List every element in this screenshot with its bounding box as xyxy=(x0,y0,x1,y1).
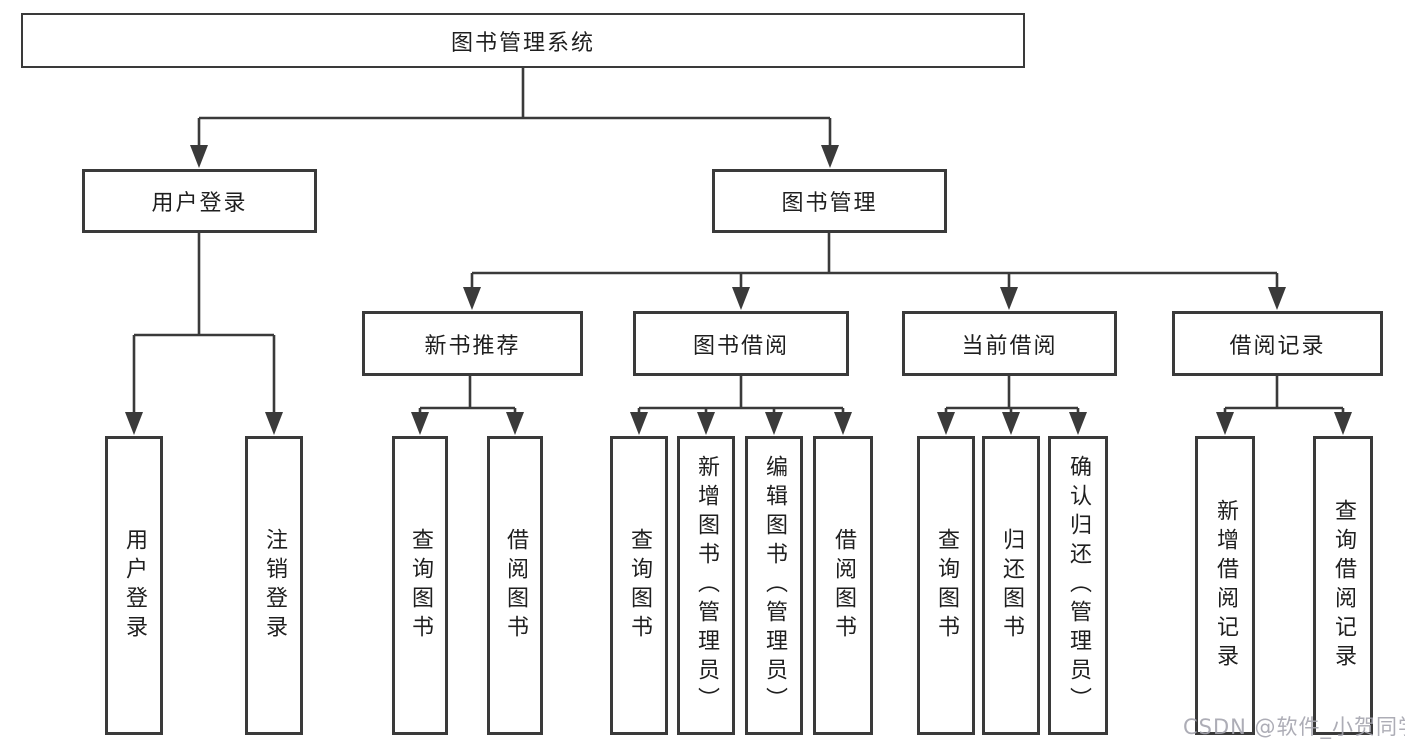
leaf-borrow-books-recommend: 借阅图书 xyxy=(487,436,543,735)
leaf-query-books-current: 查询图书 xyxy=(917,436,975,735)
leaf-user-login: 用户登录 xyxy=(105,436,163,735)
leaf-add-book-admin: 新增图书（管理员） xyxy=(677,436,735,735)
leaf-return-book: 归还图书 xyxy=(982,436,1040,735)
node-root-library-system: 图书管理系统 xyxy=(21,13,1025,68)
csdn-watermark: CSDN @软件_小贺同学 xyxy=(1183,715,1405,739)
leaf-add-borrow-record: 新增借阅记录 xyxy=(1195,436,1255,735)
node-borrow-records: 借阅记录 xyxy=(1172,311,1383,376)
node-new-book-recommend: 新书推荐 xyxy=(362,311,583,376)
node-book-borrow: 图书借阅 xyxy=(633,311,849,376)
leaf-borrow-books: 借阅图书 xyxy=(813,436,873,735)
leaf-query-books-borrow: 查询图书 xyxy=(610,436,668,735)
leaf-confirm-return-admin: 确认归还（管理员） xyxy=(1048,436,1108,735)
node-current-borrow: 当前借阅 xyxy=(902,311,1117,376)
leaf-query-books-recommend: 查询图书 xyxy=(392,436,448,735)
arrowheads xyxy=(125,145,1352,435)
node-user-login: 用户登录 xyxy=(82,169,317,233)
leaf-logout: 注销登录 xyxy=(245,436,303,735)
leaf-edit-book-admin: 编辑图书（管理员） xyxy=(745,436,803,735)
leaf-query-borrow-record: 查询借阅记录 xyxy=(1313,436,1373,735)
node-book-management: 图书管理 xyxy=(712,169,947,233)
